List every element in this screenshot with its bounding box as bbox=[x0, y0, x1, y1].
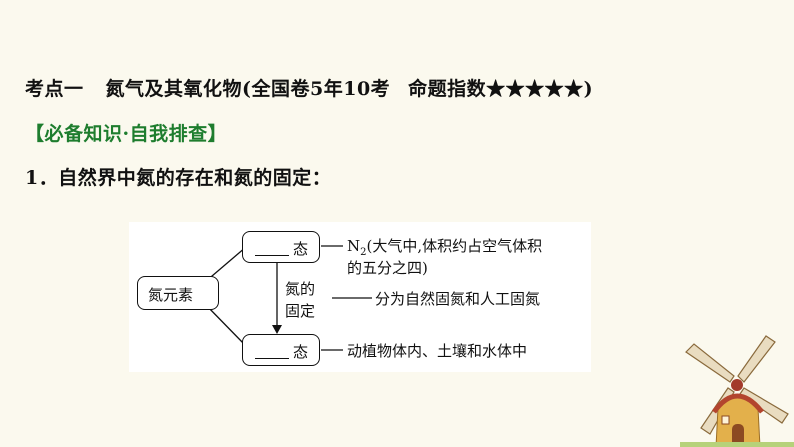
topic-number: 考点一 bbox=[25, 78, 84, 100]
section-title: 【必备知识·自我排查】 bbox=[25, 123, 228, 145]
nitrogen-diagram: 氮元素 态 态 氮的 固定 N2(大气中,体积约占空气体积 的五分之四) 分为自… bbox=[129, 222, 591, 372]
free-state-box: 态 bbox=[242, 231, 320, 263]
free-state-suffix: 态 bbox=[293, 240, 309, 258]
fixation-label-line1: 氮的 bbox=[285, 280, 316, 298]
diagram-connectors bbox=[204, 245, 372, 351]
root-box: 氮元素 bbox=[137, 276, 219, 310]
combined-state-box: 态 bbox=[242, 334, 320, 366]
item-1: 1．自然界中氮的存在和氮的固定： bbox=[25, 167, 332, 189]
combined-state-blank bbox=[255, 344, 289, 359]
fixation-note: 分为自然固氮和人工固氮 bbox=[375, 290, 541, 308]
free-state-note-line2: 的五分之四) bbox=[347, 259, 428, 277]
fixation-label-line2: 固定 bbox=[285, 302, 316, 320]
combined-state-suffix: 态 bbox=[293, 343, 309, 361]
topic-rating: 命题指数★★★★★) bbox=[408, 78, 594, 100]
combined-state-note: 动植物体内、土壤和水体中 bbox=[347, 342, 528, 360]
connector-to-combined-state bbox=[204, 303, 247, 347]
free-state-blank bbox=[255, 241, 289, 256]
free-state-note-line1: N2(大气中,体积约占空气体积 bbox=[347, 237, 543, 258]
windmill-decoration bbox=[680, 335, 794, 447]
topic-heading: 考点一氮气及其氧化物(全国卷5年10考命题指数★★★★★) bbox=[25, 74, 593, 101]
fixation-arrow-head bbox=[272, 325, 282, 334]
topic-title: 氮气及其氧化物(全国卷5年10考 bbox=[105, 78, 391, 100]
root-label: 氮元素 bbox=[148, 286, 194, 304]
